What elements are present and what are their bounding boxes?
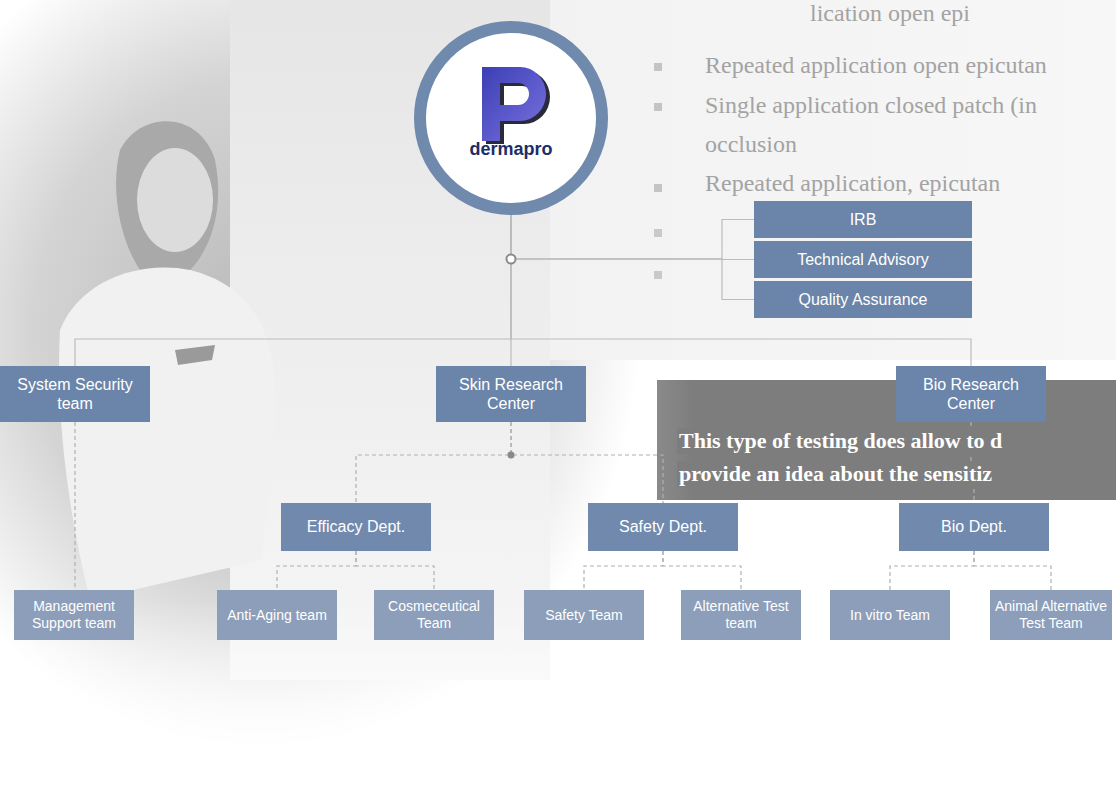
box-label: Anti-Aging team bbox=[227, 607, 327, 624]
team-box: Safety Team bbox=[524, 590, 644, 640]
box-label: Safety Team bbox=[545, 607, 623, 624]
advisory-box: Technical Advisory bbox=[754, 241, 972, 278]
logo-icon bbox=[478, 66, 554, 146]
org-connector bbox=[356, 422, 511, 503]
org-connector bbox=[890, 551, 974, 590]
org-connector bbox=[75, 215, 511, 366]
org-connector bbox=[277, 551, 356, 590]
team-box: In vitro Team bbox=[830, 590, 950, 640]
box-label: Alternative Test team bbox=[684, 598, 798, 632]
slide-text: Repeated application, epicutan bbox=[705, 170, 1000, 197]
dept-box: Bio Dept. bbox=[899, 503, 1049, 551]
team-box: Anti-Aging team bbox=[217, 590, 337, 640]
org-connector bbox=[74, 422, 75, 590]
org-connector bbox=[511, 422, 663, 503]
team-box: Alternative Test team bbox=[681, 590, 801, 640]
org-connector bbox=[356, 551, 434, 590]
slide-caption: This type of testing does allow to d bbox=[677, 428, 1004, 454]
slide-text: Repeated application open epicutan bbox=[705, 52, 1047, 79]
box-label: Technical Advisory bbox=[797, 250, 929, 269]
org-connector bbox=[584, 551, 663, 590]
junction-dot bbox=[508, 452, 515, 459]
box-label: Bio Dept. bbox=[941, 517, 1007, 536]
box-label: Bio Research Center bbox=[901, 375, 1041, 413]
team-box: Management Support team bbox=[14, 590, 134, 640]
org-connector bbox=[974, 551, 1051, 590]
slide-text: Single application closed patch (in bbox=[705, 92, 1037, 119]
box-label: In vitro Team bbox=[850, 607, 930, 624]
brand-name: dermapro bbox=[426, 139, 596, 161]
team-box: Animal Alternative Test Team bbox=[990, 590, 1112, 640]
box-label: Animal Alternative Test Team bbox=[993, 598, 1109, 632]
dept-box: Efficacy Dept. bbox=[281, 503, 431, 551]
advisory-box: IRB bbox=[754, 201, 972, 238]
box-label: Skin Research Center bbox=[441, 375, 581, 413]
box-label: Safety Dept. bbox=[619, 517, 707, 536]
unit-box: System Security team bbox=[0, 366, 150, 422]
box-label: Quality Assurance bbox=[799, 290, 928, 309]
team-box: Cosmeceutical Team bbox=[374, 590, 494, 640]
org-connector bbox=[511, 215, 754, 259]
org-connector bbox=[663, 551, 741, 590]
org-connector bbox=[511, 215, 754, 260]
box-label: Cosmeceutical Team bbox=[377, 598, 491, 632]
unit-box: Bio Research Center bbox=[896, 366, 1046, 422]
box-label: System Security team bbox=[5, 375, 145, 413]
unit-box: Skin Research Center bbox=[436, 366, 586, 422]
box-label: IRB bbox=[850, 210, 877, 229]
junction-dot bbox=[507, 255, 516, 264]
slide-text: lication open epi bbox=[810, 0, 970, 27]
slide-caption: provide an idea about the sensitiz bbox=[677, 461, 994, 487]
box-label: Efficacy Dept. bbox=[307, 517, 405, 536]
slide-text: occlusion bbox=[705, 131, 797, 158]
dept-box: Safety Dept. bbox=[588, 503, 738, 551]
advisory-box: Quality Assurance bbox=[754, 281, 972, 318]
box-label: Management Support team bbox=[17, 598, 131, 632]
org-connector bbox=[511, 215, 754, 300]
